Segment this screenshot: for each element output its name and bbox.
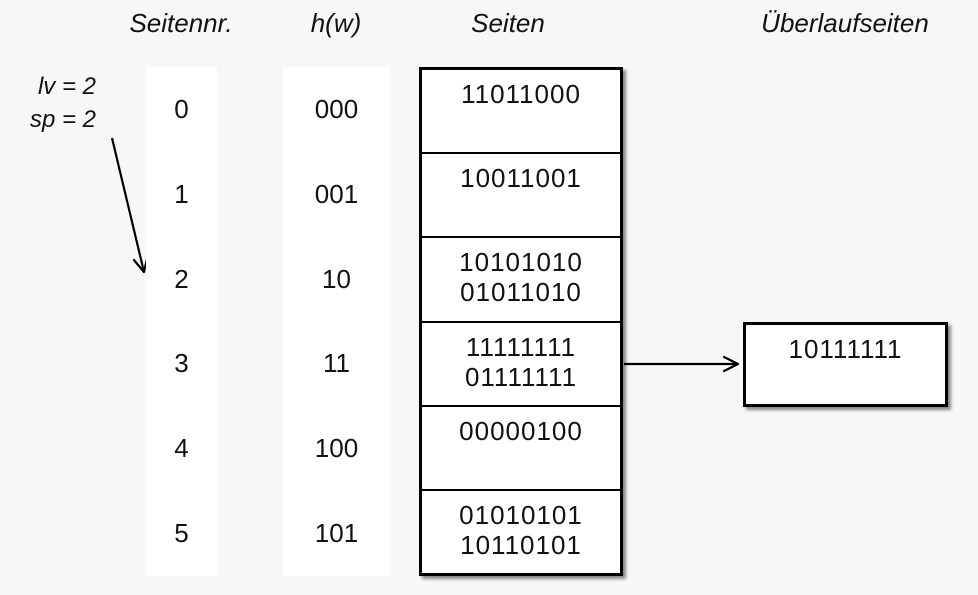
bucket-cell: 11111111 01111111 <box>422 323 620 407</box>
hash-value-cell: 001 <box>314 178 359 209</box>
page-number-cell: 3 <box>174 348 189 379</box>
page-number-column: 0 1 2 3 4 5 <box>146 67 217 576</box>
page-number-cell: 5 <box>174 518 189 549</box>
bucket-entry: 01010101 <box>459 499 583 530</box>
pages-table: 11011000 10011001 10101010 01011010 1111… <box>419 67 623 576</box>
overflow-entry: 10111111 <box>788 334 903 364</box>
bucket-entry: 11111111 <box>465 331 577 362</box>
bucket-entry: 00000100 <box>459 415 583 446</box>
bucket-entry: 10101010 <box>459 247 583 278</box>
bucket-cell: 10101010 01011010 <box>422 238 620 323</box>
bucket-cell: 01010101 10110101 <box>422 491 620 573</box>
bucket-entry: 01111111 <box>464 361 578 392</box>
page-number-cell: 2 <box>174 263 189 294</box>
hash-value-cell: 000 <box>314 93 359 124</box>
annotation-level: lv = 2 <box>37 73 96 100</box>
column-header-hw: h(w) <box>310 8 362 38</box>
bucket-cell: 00000100 <box>422 407 620 491</box>
bucket-entry: 01011010 <box>460 277 582 308</box>
annotation-split-pointer: sp = 2 <box>29 106 96 133</box>
column-header-overflow: Überlaufseiten <box>761 8 929 38</box>
page-number-cell: 0 <box>174 93 189 124</box>
column-header-seitennr: Seitennr. <box>129 8 233 38</box>
hash-value-cell: 100 <box>314 433 359 464</box>
bucket-entry: 10011001 <box>460 163 582 194</box>
page-number-cell: 4 <box>174 433 189 464</box>
hash-value-cell: 11 <box>323 348 350 379</box>
hash-value-cell: 10 <box>322 263 351 294</box>
page-number-cell: 1 <box>174 178 189 209</box>
bucket-entry: 11011000 <box>461 79 581 109</box>
hash-value-column: 000 001 10 11 100 101 <box>283 67 390 576</box>
bucket-cell: 10011001 <box>422 154 620 239</box>
bucket-cell: 11011000 <box>422 70 620 155</box>
split-pointer-arrow <box>110 137 149 274</box>
bucket-entry: 10110101 <box>460 529 582 560</box>
overflow-page-box: 10111111 <box>743 322 948 407</box>
hash-value-cell: 101 <box>314 518 359 549</box>
column-header-seiten: Seiten <box>471 8 545 38</box>
state-annotation: lv = 2 sp = 2 <box>6 70 96 136</box>
